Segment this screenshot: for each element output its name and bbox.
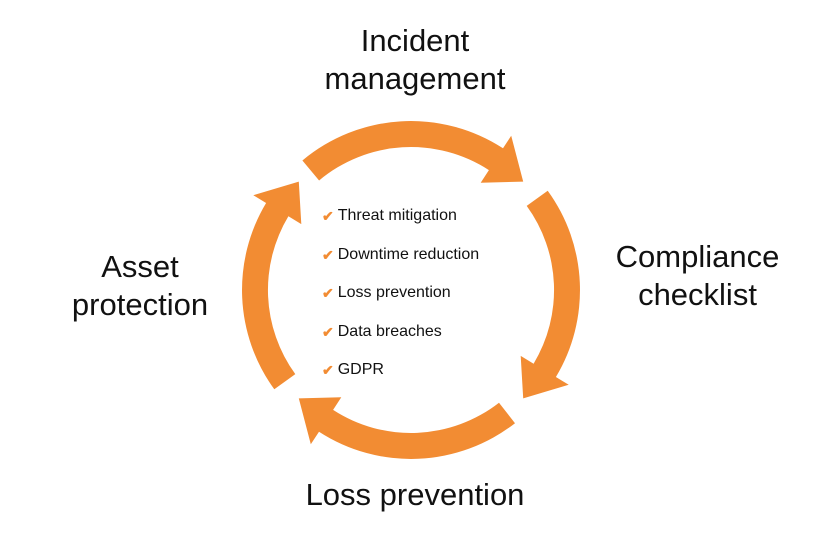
checkmark-icon: ✔	[322, 362, 334, 378]
list-item: ✔Downtime reduction	[322, 246, 479, 285]
checkmark-icon: ✔	[322, 246, 334, 263]
arrow-to-incident	[242, 181, 302, 390]
checkmark-icon: ✔	[322, 323, 334, 340]
arrow-to-asset-protection	[298, 397, 515, 459]
label-compliance-checklist: Compliance checklist	[615, 239, 780, 312]
list-item: ✔Loss prevention	[322, 284, 479, 323]
item-text: Loss prevention	[337, 284, 451, 301]
list-item: ✔Threat mitigation	[322, 207, 479, 246]
benefit-list: ✔Threat mitigation ✔Downtime reduction ✔…	[322, 207, 479, 400]
item-text: Threat mitigation	[337, 207, 457, 224]
label-incident-management: Incident management	[324, 23, 506, 96]
label-loss-prevention: Loss prevention	[305, 477, 525, 512]
label-asset-protection: Asset protection	[71, 249, 209, 322]
item-text: GDPR	[337, 361, 384, 378]
list-item: ✔GDPR	[322, 361, 479, 400]
arrow-to-compliance	[302, 121, 524, 183]
checkmark-icon: ✔	[322, 208, 334, 224]
arrow-to-loss-prevention	[520, 190, 580, 399]
list-item: ✔Data breaches	[322, 323, 479, 362]
checkmark-icon: ✔	[322, 285, 334, 301]
item-text: Downtime reduction	[337, 245, 480, 263]
item-text: Data breaches	[337, 322, 442, 340]
